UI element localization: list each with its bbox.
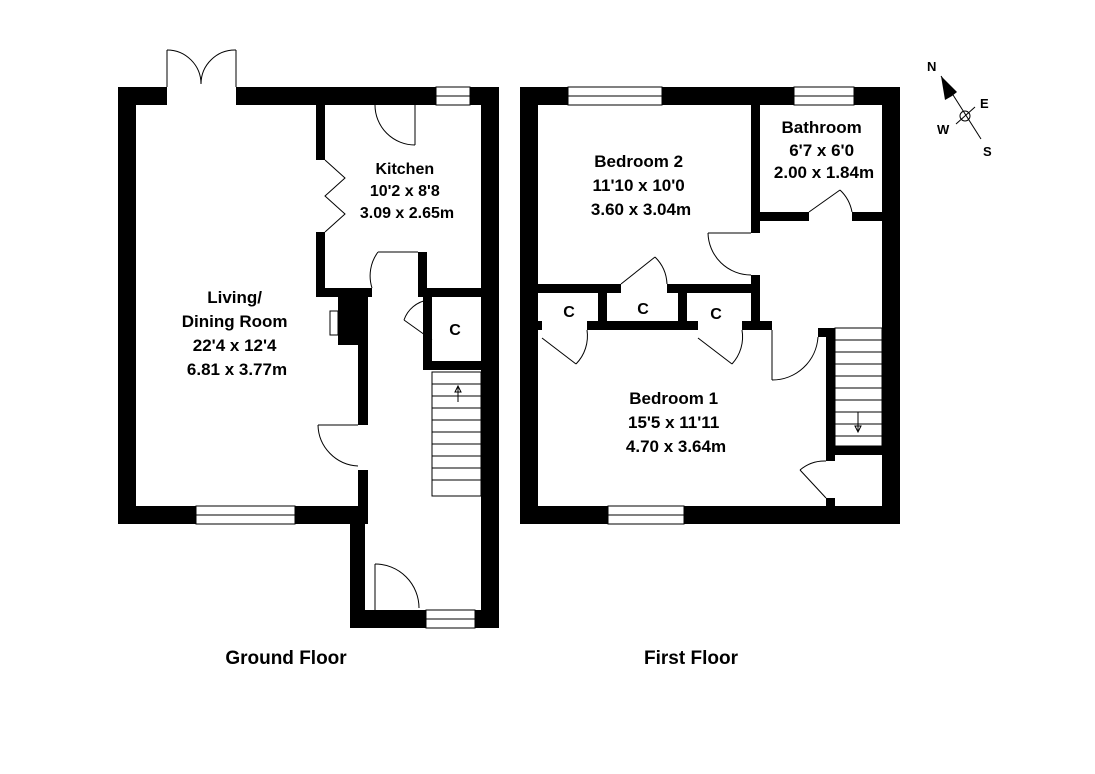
fireplace [329, 310, 339, 336]
wall [520, 506, 608, 524]
compass-rose: N E W S [927, 59, 992, 159]
wall [826, 328, 835, 461]
wall [118, 87, 136, 524]
north-arrow-icon [941, 76, 957, 100]
door [369, 251, 418, 289]
door [541, 329, 588, 365]
wall [852, 212, 882, 221]
staircase [834, 327, 883, 447]
door [771, 330, 819, 381]
first-floor-plan: Bedroom 2 11'10 x 10'0 3.60 x 3.04m Bath… [520, 86, 900, 669]
compass-label-e: E [980, 96, 989, 111]
room-label-cupboard: C [563, 304, 575, 321]
wall [338, 297, 360, 345]
door [808, 189, 853, 213]
room-label-cupboard: C [449, 322, 461, 339]
wall [118, 87, 167, 105]
wall [751, 212, 809, 221]
wall [236, 87, 436, 105]
room-label-cupboard: C [710, 306, 722, 323]
room-label-kitchen: Kitchen 10'2 x 8'8 3.09 x 2.65m [360, 161, 454, 222]
room-label-bedroom-2: Bedroom 2 11'10 x 10'0 3.60 x 3.04m [591, 152, 691, 219]
room-label-cupboard: C [637, 301, 649, 318]
door [374, 104, 416, 146]
wall [418, 252, 427, 297]
front-door [374, 563, 420, 610]
wall [751, 275, 760, 330]
door [707, 232, 752, 276]
door [620, 256, 668, 285]
compass-cross-line [955, 106, 976, 125]
wall [684, 506, 900, 524]
wall [358, 470, 368, 524]
compass-center-icon [959, 110, 971, 122]
door [403, 299, 433, 341]
door [697, 329, 744, 365]
compass-label-n: N [927, 59, 936, 74]
wall [826, 446, 882, 455]
wall [742, 321, 772, 330]
wall [316, 105, 325, 160]
wall [520, 87, 538, 524]
compass-label-s: S [983, 144, 992, 159]
bifold-door [324, 159, 346, 233]
wall [350, 506, 365, 628]
wall [118, 506, 196, 524]
wall [423, 361, 499, 370]
wall [418, 288, 499, 297]
french-doors [166, 49, 237, 87]
ground-floor-plan: Living/ Dining Room 22'4 x 12'4 6.81 x 3… [118, 49, 499, 669]
wall [538, 284, 621, 293]
wall [587, 321, 698, 330]
wall [520, 321, 542, 330]
wall [662, 87, 794, 105]
wall [826, 498, 835, 508]
wall [667, 284, 760, 293]
floor-label-first: First Floor [644, 648, 739, 669]
wall [316, 232, 325, 297]
wall [358, 297, 368, 425]
door [799, 460, 827, 499]
door [317, 424, 359, 467]
compass-label-w: W [937, 122, 950, 137]
wall [423, 297, 432, 367]
wall [678, 284, 687, 330]
wall [481, 87, 499, 628]
room-label-bedroom-1: Bedroom 1 15'5 x 11'11 4.70 x 3.64m [626, 389, 726, 456]
wall [882, 87, 900, 524]
staircase [431, 371, 482, 497]
wall [350, 610, 426, 628]
room-label-bathroom: Bathroom 6'7 x 6'0 2.00 x 1.84m [774, 118, 874, 182]
floor-label-ground: Ground Floor [225, 648, 347, 669]
wall [598, 284, 607, 330]
wall [316, 288, 372, 297]
wall [751, 105, 760, 233]
room-label-living-dining: Living/ Dining Room 22'4 x 12'4 6.81 x 3… [182, 288, 293, 379]
wall [295, 506, 365, 524]
